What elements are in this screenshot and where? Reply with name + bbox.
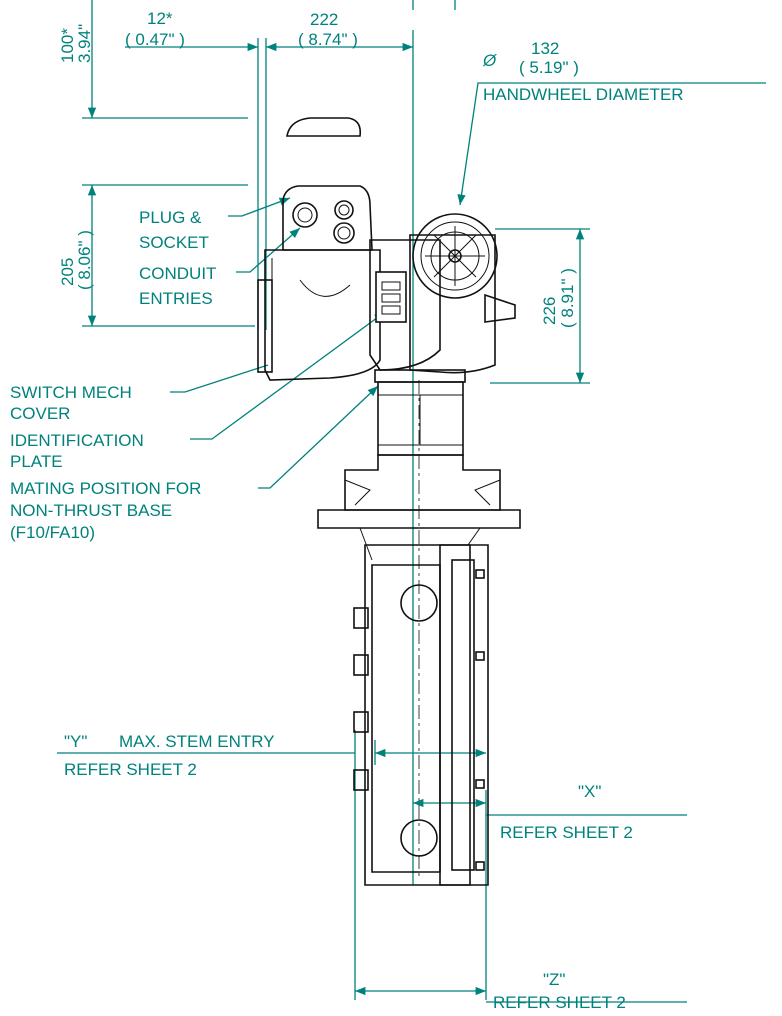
gearbox-lower	[364, 544, 471, 886]
handwheel	[412, 213, 498, 299]
motor-housing	[264, 249, 381, 381]
dim-205-mm: 205	[58, 258, 77, 286]
dim-132-mm: 132	[531, 39, 559, 58]
dim-12-inch: ( 0.47" )	[125, 30, 185, 49]
mating-label-2: NON-THRUST BASE	[10, 501, 172, 520]
dim-132-inch: ( 5.19" )	[519, 58, 579, 77]
base-flange	[344, 454, 501, 511]
plug-socket-label-1: PLUG &	[139, 208, 202, 227]
dim-222-mm: 222	[310, 10, 338, 29]
handwheel-label: HANDWHEEL DIAMETER	[483, 85, 684, 104]
y-label: "Y"	[64, 732, 87, 751]
dim-226-inch: ( 8.91" )	[558, 268, 577, 328]
callout-labels: PLUG & SOCKET CONDUIT ENTRIES SWITCH MEC…	[10, 208, 633, 1012]
plug-socket-2	[334, 200, 354, 220]
plug-socket-1	[292, 202, 318, 228]
dim-100-inch: 3.94"	[75, 24, 94, 63]
dim-205-inch: ( 8.06" )	[75, 230, 94, 290]
top-cap	[286, 117, 362, 137]
switch-mech-label-2: COVER	[10, 404, 70, 423]
conduit-label-2: ENTRIES	[139, 289, 213, 308]
mating-label-3: (F10/FA10)	[10, 523, 95, 542]
dimension-lines	[57, 0, 766, 1003]
terminal-housing	[282, 185, 373, 251]
y-ref-label: REFER SHEET 2	[64, 760, 197, 779]
x-label: "X"	[578, 782, 601, 801]
dim-100-mm: 100*	[58, 28, 77, 63]
switch-mech-label-1: SWITCH MECH	[10, 383, 132, 402]
dim-222-inch: ( 8.74" )	[298, 30, 358, 49]
z-label: "Z"	[543, 970, 565, 989]
dim-226-mm: 226	[540, 297, 559, 325]
dimension-texts: 100* 3.94" 12* ( 0.47" ) 222 ( 8.74" ) Ø…	[58, 9, 684, 328]
conduit-entry	[333, 222, 355, 244]
mating-label-1: MATING POSITION FOR	[10, 479, 201, 498]
identification-label-2: PLATE	[10, 452, 63, 471]
actuator-body	[257, 117, 521, 886]
diameter-symbol: Ø	[482, 51, 498, 70]
dim-12-mm: 12*	[147, 9, 173, 28]
conduit-label-1: CONDUIT	[139, 264, 216, 283]
identification-label-1: IDENTIFICATION	[10, 431, 144, 450]
plug-socket-label-2: SOCKET	[139, 233, 209, 252]
z-ref-label: REFER SHEET 2	[493, 993, 626, 1012]
y-max-stem-label: MAX. STEM ENTRY	[119, 732, 275, 751]
x-ref-label: REFER SHEET 2	[500, 823, 633, 842]
